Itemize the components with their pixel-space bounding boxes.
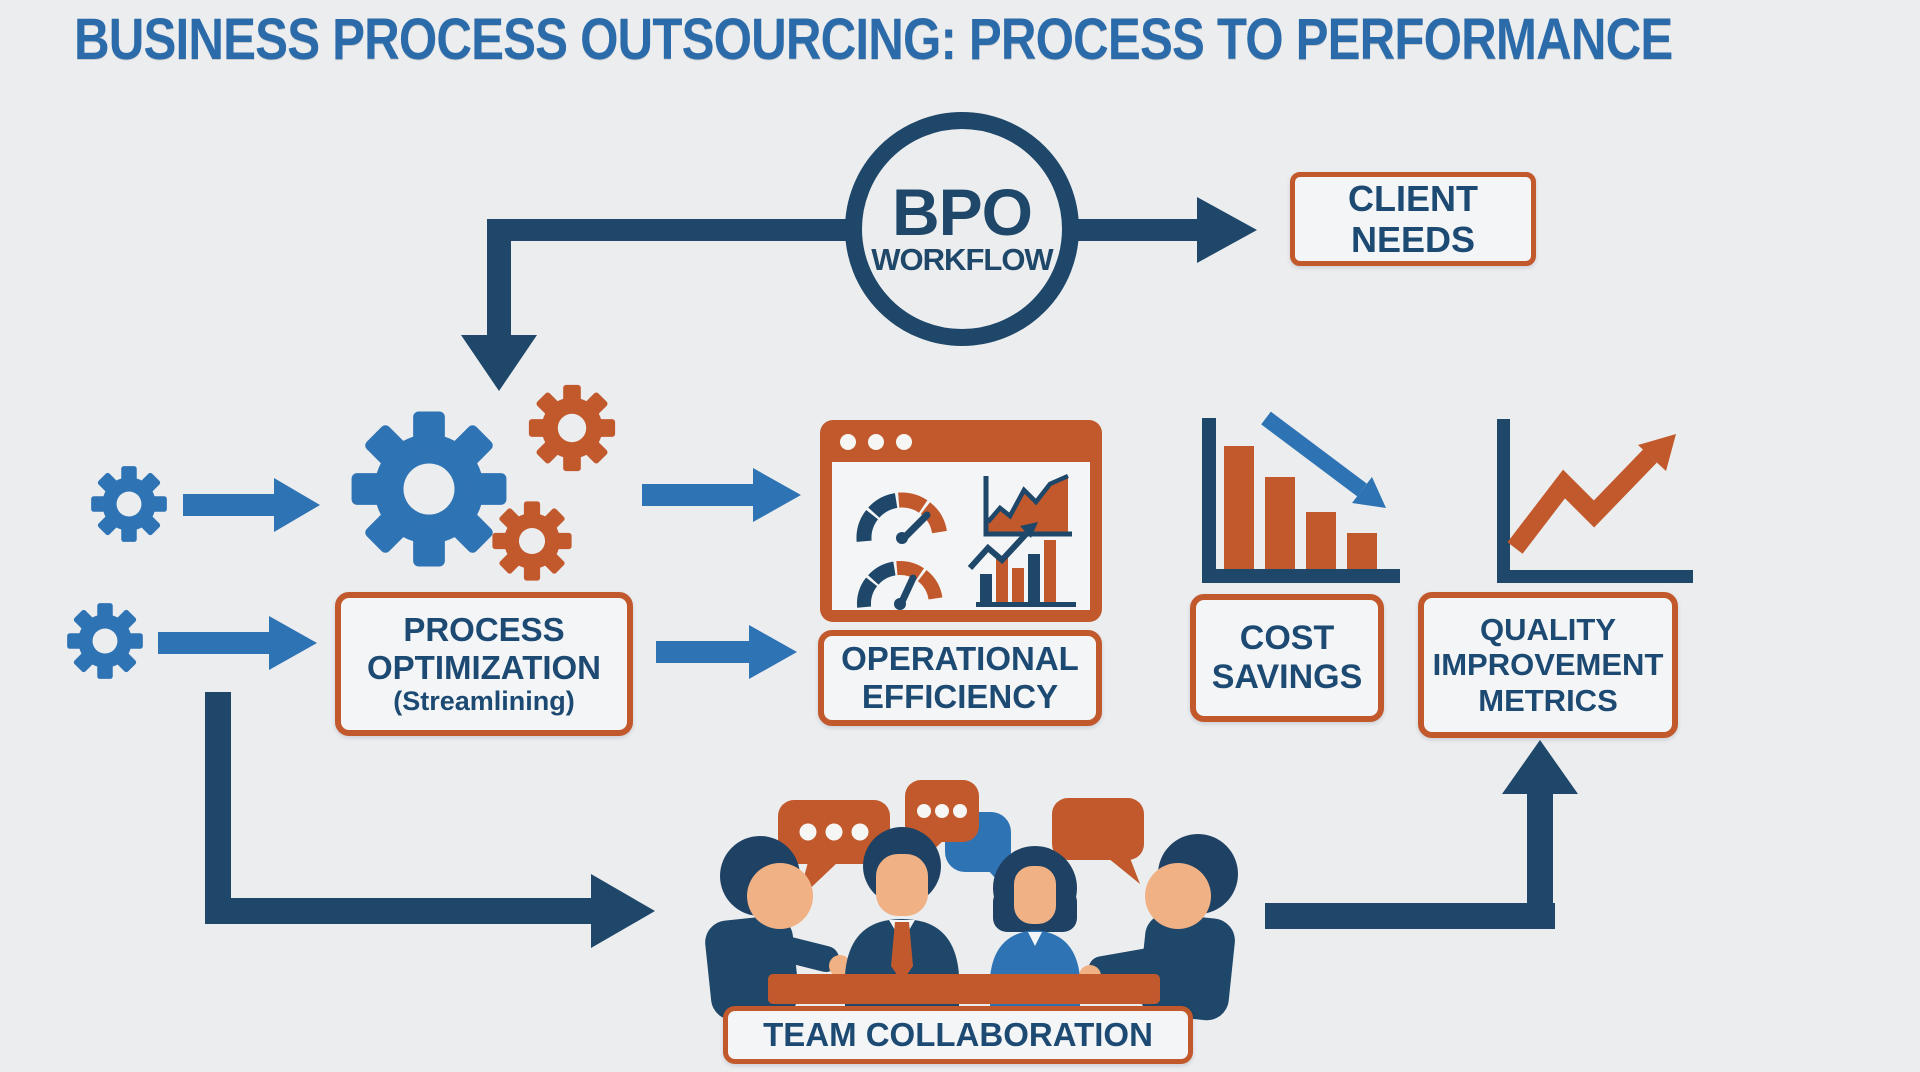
cost-savings-box: COST SAVINGS — [1190, 594, 1384, 722]
arrow-right-icon-2 — [269, 616, 317, 670]
quality-line2: IMPROVEMENT — [1432, 647, 1664, 683]
arrow-right-icon-team — [591, 874, 655, 948]
table — [768, 974, 1160, 1004]
connector-left-horizontal-segment — [205, 898, 593, 924]
process-optimization-box: PROCESS OPTIMIZATION (Streamlining) — [335, 592, 633, 736]
page-title: BUSINESS PROCESS OUTSOURCING: PROCESS TO… — [74, 7, 1673, 72]
dashboard-gauges-icon — [820, 420, 1102, 622]
client-needs-line1: CLIENT — [1348, 177, 1478, 219]
arrow-right-icon-1 — [274, 478, 320, 532]
client-needs-line2: NEEDS — [1350, 219, 1476, 260]
connector-circle-to-gears — [497, 219, 849, 241]
gear-icon-small-1 — [91, 466, 167, 542]
bpo-circle-label: BPO — [891, 175, 1033, 250]
connector-left-down-segment — [205, 692, 231, 924]
arrow-right-icon-client — [1197, 197, 1257, 263]
flow-arrow-3-shaft — [642, 484, 754, 506]
quality-improvement-metrics-box: QUALITY IMPROVEMENT METRICS — [1418, 592, 1678, 738]
bpo-workflow-circle: BPO WORKFLOW — [845, 112, 1079, 346]
connector-circle-to-client — [1076, 219, 1198, 241]
process-optimization-line3: (Streamlining) — [393, 686, 575, 717]
client-needs-box: CLIENT NEEDS — [1290, 172, 1536, 266]
speech-bubble-icon-orange-1 — [778, 800, 890, 900]
arrow-down-icon — [461, 335, 537, 391]
cost-savings-line1: COST — [1239, 619, 1335, 658]
quality-line3: METRICS — [1478, 682, 1618, 718]
team-collaboration-label: TEAM COLLABORATION — [763, 1016, 1153, 1054]
bpo-circle-sublabel: WORKFLOW — [871, 242, 1053, 278]
rising-line-chart-icon — [1497, 419, 1693, 583]
team-collaboration-box: TEAM COLLABORATION — [723, 1006, 1193, 1064]
process-optimization-line1: PROCESS — [403, 611, 565, 648]
gear-icon-small-2 — [67, 603, 143, 679]
flow-arrow-4-shaft — [656, 641, 750, 663]
operational-efficiency-box: OPERATIONAL EFFICIENCY — [818, 630, 1102, 726]
gear-icon-orange-top — [528, 384, 616, 472]
arrow-right-icon-4 — [749, 625, 797, 679]
gear-icon-orange-bottom — [492, 501, 572, 581]
speech-bubble-icon-orange-3 — [1052, 798, 1144, 884]
declining-bar-chart-icon — [1202, 411, 1400, 583]
arrow-up-icon — [1502, 740, 1578, 794]
connector-down-segment — [487, 219, 511, 337]
operational-efficiency-line2: EFFICIENCY — [861, 678, 1059, 715]
flow-arrow-1-shaft — [183, 494, 275, 516]
operational-efficiency-line1: OPERATIONAL — [841, 640, 1079, 678]
flow-arrow-2-shaft — [158, 632, 270, 654]
process-optimization-line2: OPTIMIZATION — [366, 648, 602, 686]
quality-line1: QUALITY — [1479, 612, 1617, 647]
arrow-right-icon-3 — [753, 468, 801, 522]
cost-savings-line2: SAVINGS — [1211, 658, 1363, 696]
team-people-illustration — [705, 780, 1238, 1021]
person-right — [1079, 834, 1238, 1021]
connector-right-horizontal-segment — [1265, 903, 1555, 929]
connector-right-up-segment — [1527, 792, 1553, 929]
